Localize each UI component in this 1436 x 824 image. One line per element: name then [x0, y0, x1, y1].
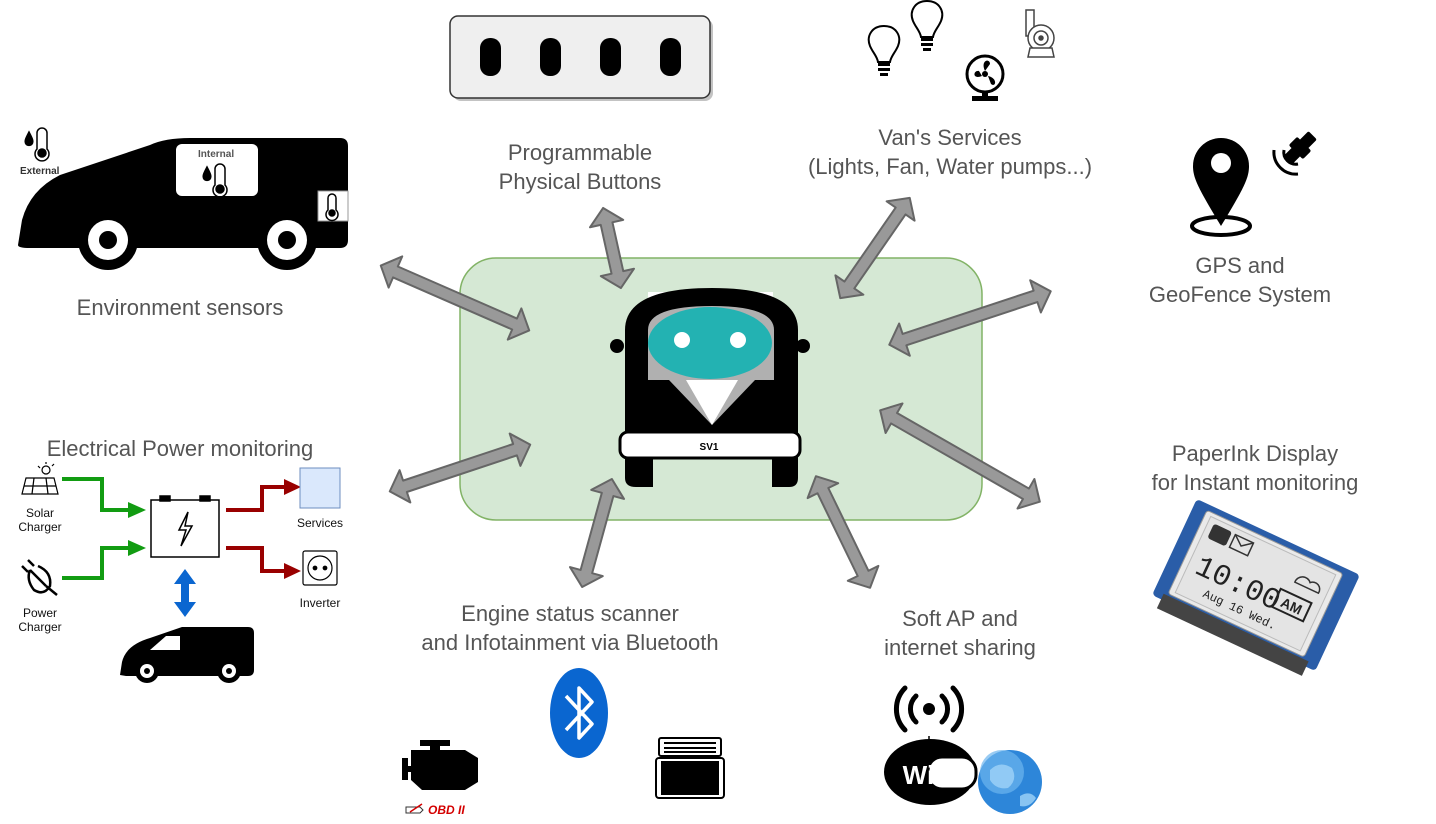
water-pump-icon — [1025, 9, 1055, 58]
van-plate: SV1 — [700, 442, 719, 453]
physical-button — [480, 38, 501, 76]
engine-icon — [402, 740, 478, 790]
small-van-icon — [120, 627, 254, 683]
green-arrows — [62, 477, 130, 580]
obd-label: OBD II — [405, 803, 465, 817]
label-buttons: Programmable Physical Buttons — [498, 140, 662, 194]
bidirectional-arrow — [174, 569, 196, 617]
wifi-text: WiFi — [903, 760, 958, 790]
red-arrows — [226, 485, 286, 573]
map-pin-icon — [1190, 138, 1252, 237]
services-box — [299, 467, 341, 509]
solar-panel-icon — [21, 462, 59, 495]
label-external: External — [20, 166, 60, 177]
arrow-power — [388, 432, 532, 504]
infotainment-icon — [655, 737, 725, 799]
arrow-buttons — [588, 206, 636, 290]
label-paperink: PaperInk Display for Instant monitoring — [1151, 441, 1359, 495]
epaper-display: 10:00 AM Aug 16 Wed. — [1153, 500, 1359, 676]
arrow-softap — [806, 475, 880, 589]
label-internal: Internal — [198, 149, 235, 160]
battery-icon — [150, 495, 220, 558]
arrow-services — [834, 196, 916, 300]
wifi-logo-icon: WiFi — [884, 736, 978, 805]
lightbulb-icon — [910, 0, 944, 52]
label-env: Environment sensors — [76, 295, 284, 320]
arrow-env — [379, 255, 531, 341]
fan-icon — [965, 54, 1005, 101]
label-gps: GPS and GeoFence System — [1148, 253, 1332, 307]
lightbulb-icon — [867, 25, 901, 77]
physical-button — [600, 38, 621, 76]
arrow-engine — [568, 478, 626, 588]
globe-icon — [978, 750, 1042, 814]
env-van-icon — [18, 138, 349, 270]
label-services-out: Services — [296, 516, 343, 530]
label-softap: Soft AP and internet sharing — [884, 606, 1036, 660]
label-power-charger: Power Charger — [18, 606, 62, 634]
plug-icon — [21, 559, 58, 596]
arrow-gps — [888, 279, 1052, 357]
label-solar-charger: Solar Charger — [18, 506, 62, 534]
satellite-icon — [1272, 131, 1317, 176]
label-services: Van's Services (Lights, Fan, Water pumps… — [807, 125, 1093, 179]
label-engine: Engine status scanner and Infotainment v… — [421, 601, 719, 655]
van-logo-icon: SV1 — [610, 288, 810, 487]
wireless-signal-icon — [893, 685, 965, 733]
label-inverter: Inverter — [299, 596, 341, 610]
thermometer-icon — [24, 127, 339, 222]
buttons-panel — [449, 15, 713, 101]
connector-arrows — [379, 196, 1052, 589]
arrow-display — [879, 402, 1041, 510]
obd-text: OBD II — [428, 803, 465, 817]
bluetooth-icon — [550, 668, 608, 758]
physical-button — [540, 38, 561, 76]
physical-button — [660, 38, 681, 76]
socket-icon — [302, 550, 338, 586]
label-power: Electrical Power monitoring — [46, 436, 314, 461]
